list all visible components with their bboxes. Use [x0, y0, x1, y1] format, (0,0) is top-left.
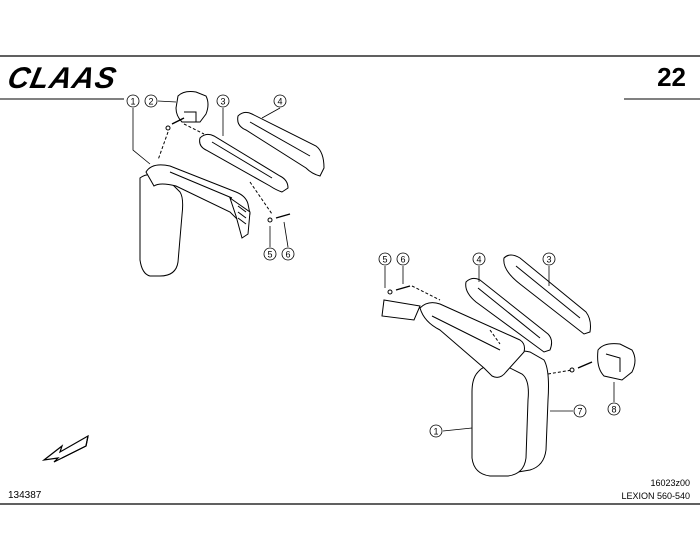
direction-arrow-icon — [41, 434, 89, 463]
leaders-a — [132, 100, 289, 248]
assy-line-b2 — [547, 369, 573, 375]
cover-b-slot — [249, 121, 311, 157]
screw-a2 — [275, 213, 291, 219]
callout-b-1: 1 — [433, 427, 438, 437]
screw-b — [395, 285, 411, 291]
callout-a-5: 5 — [267, 250, 272, 260]
screw-b2 — [577, 361, 593, 369]
callout-a-4: 4 — [277, 97, 282, 107]
leaders-b — [384, 266, 615, 432]
callout-a-2: 2 — [148, 97, 153, 107]
assy-line-b1 — [411, 285, 441, 301]
mirror-a — [139, 174, 184, 277]
assy-line-a3 — [249, 181, 273, 215]
assembly-b — [381, 254, 636, 477]
lamp-b — [597, 343, 636, 381]
washer-a2 — [267, 217, 273, 223]
cover-b — [237, 111, 325, 177]
callout-b-4: 4 — [476, 255, 481, 265]
callout-b-6: 6 — [400, 255, 405, 265]
housing-a — [175, 91, 209, 123]
callout-b-7: 7 — [577, 407, 582, 417]
arm-a-clamp — [229, 196, 251, 239]
washer-a — [165, 125, 171, 131]
callouts-b: 5 6 4 3 8 7 1 — [378, 252, 621, 438]
callouts-a: 1 2 3 4 5 6 — [126, 94, 295, 261]
cover-c-slot — [477, 287, 541, 339]
arm-b — [419, 302, 525, 378]
arm-a — [145, 164, 251, 223]
callout-b-8: 8 — [611, 405, 616, 415]
callout-a-1: 1 — [130, 97, 135, 107]
assy-line-a1 — [157, 131, 169, 161]
drawing-number: 134387 — [8, 490, 42, 501]
assy-line-a2 — [183, 123, 205, 135]
callout-b-5: 5 — [382, 255, 387, 265]
page-number: 22 — [657, 62, 686, 92]
arm-a-slot — [169, 171, 233, 199]
callout-b-3: 3 — [546, 255, 551, 265]
cover-d — [503, 254, 591, 335]
cover-a-slot — [211, 141, 273, 179]
cover-c — [465, 277, 553, 353]
bracket-b — [381, 299, 421, 321]
washer-b — [387, 289, 393, 295]
mirror-b — [471, 364, 529, 477]
callout-a-6: 6 — [285, 250, 290, 260]
assy-line-b3 — [489, 329, 501, 345]
cover-d-slot — [515, 265, 581, 319]
callout-a-3: 3 — [220, 97, 225, 107]
screw-a — [171, 117, 185, 125]
part-code: 16023z00 — [650, 478, 690, 488]
arm-b-slot — [431, 315, 501, 351]
model-name: LEXION 560-540 — [621, 491, 690, 501]
assembly-a — [139, 91, 325, 277]
cover-a — [199, 133, 289, 193]
